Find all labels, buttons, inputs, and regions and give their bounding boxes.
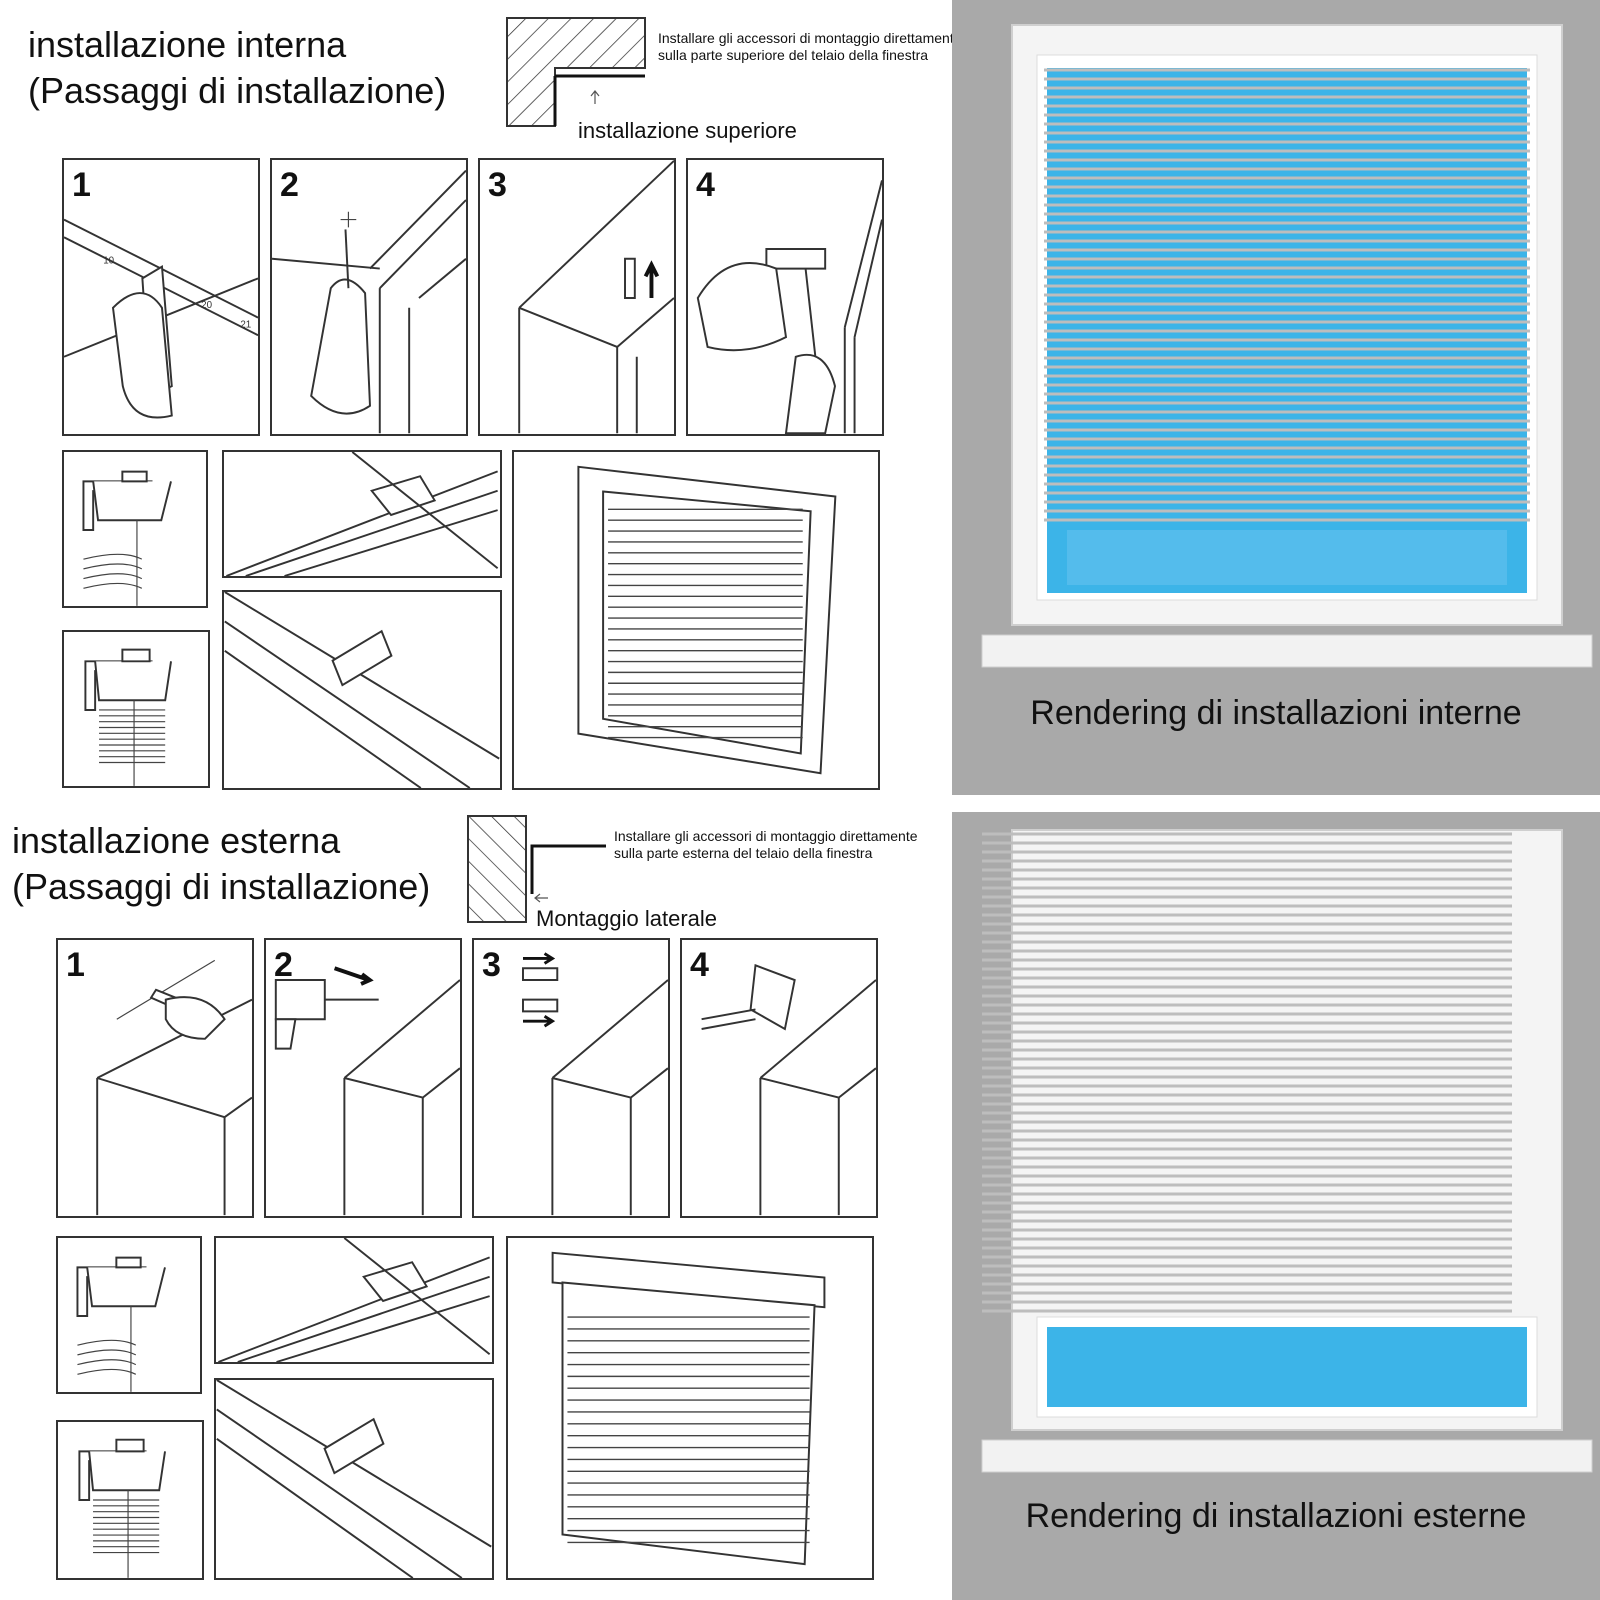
outer-step-1-number: 1 xyxy=(66,946,85,984)
screwdriver-icon xyxy=(701,963,876,1216)
inner-heading: installazione interna (Passaggi di insta… xyxy=(28,24,447,111)
outer-mount-note: Installare gli accessori di montaggio di… xyxy=(614,828,918,861)
inner-step-4-panel: 4 xyxy=(686,158,884,436)
inner-step-1-panel: 1 10 20 21 xyxy=(62,158,260,436)
bracket-icon xyxy=(76,1256,166,1392)
inner-step-2-panel: 2 xyxy=(270,158,468,436)
headrail-icon xyxy=(218,1238,491,1362)
outer-step-4-number: 4 xyxy=(690,946,709,984)
inner-step-1-number: 1 xyxy=(72,166,91,204)
outer-step-2-panel: 2 xyxy=(264,938,462,1218)
side-mount-diagram xyxy=(466,814,606,926)
anchor-icon xyxy=(518,160,674,434)
ruler-mark-10: 10 xyxy=(103,256,114,267)
inner-headrail-detail-2 xyxy=(222,590,502,790)
bracket-icon xyxy=(82,470,172,606)
blind-icon xyxy=(577,465,837,775)
inner-step-4-number: 4 xyxy=(696,166,715,204)
outer-window-render xyxy=(981,829,1593,1473)
outer-mount-label: Montaggio laterale xyxy=(536,906,718,931)
inner-installed-blind-panel xyxy=(512,450,880,790)
inner-step-3-panel: 3 xyxy=(478,158,676,436)
top-mount-diagram xyxy=(505,16,650,128)
inner-bracket-detail-1 xyxy=(62,450,208,608)
outer-render-caption: Rendering di installazioni esterne xyxy=(1025,1497,1527,1535)
inner-step-2-number: 2 xyxy=(280,166,299,204)
outer-installed-blind-panel xyxy=(506,1236,874,1580)
pencil-icon: 10 20 21 xyxy=(64,218,258,419)
headrail-icon xyxy=(216,1380,492,1578)
inner-headrail-detail-1 xyxy=(222,450,502,578)
inner-render-caption: Rendering di installazioni interne xyxy=(1030,694,1522,732)
inner-mount-note: Installare gli accessori di montaggio di… xyxy=(658,30,962,63)
drill-icon xyxy=(274,966,460,1216)
ruler-mark-20: 20 xyxy=(201,300,212,311)
outer-heading: installazione esterna (Passaggi di insta… xyxy=(12,820,431,907)
bracket-icon xyxy=(84,648,172,786)
blind-icon xyxy=(551,1251,826,1566)
outer-step-3-panel: 3 xyxy=(472,938,670,1218)
outer-bracket-detail-2 xyxy=(56,1420,204,1580)
outer-render-panel: Rendering di installazioni esterne xyxy=(952,812,1600,1600)
headrail-icon xyxy=(226,452,499,576)
headrail-icon xyxy=(224,592,500,788)
bracket-icon xyxy=(78,1438,166,1578)
outer-step-1-panel: 1 xyxy=(56,938,254,1218)
inner-bracket-detail-2 xyxy=(62,630,210,788)
ruler-mark-21: 21 xyxy=(240,319,251,330)
drill-icon xyxy=(272,169,466,434)
inner-render-panel: Rendering di installazioni interne xyxy=(952,0,1600,795)
inner-mount-label: installazione superiore xyxy=(578,118,797,143)
outer-step-2-number: 2 xyxy=(274,946,293,984)
outer-headrail-detail-2 xyxy=(214,1378,494,1580)
outer-step-4-panel: 4 xyxy=(680,938,878,1218)
screwdriver-icon xyxy=(696,180,882,434)
anchor-icon xyxy=(522,952,668,1216)
pencil-icon xyxy=(96,959,252,1216)
outer-headrail-detail-1 xyxy=(214,1236,494,1364)
inner-window-render xyxy=(981,24,1593,668)
inner-step-3-number: 3 xyxy=(488,166,507,204)
outer-step-3-number: 3 xyxy=(482,946,501,984)
outer-bracket-detail-1 xyxy=(56,1236,202,1394)
